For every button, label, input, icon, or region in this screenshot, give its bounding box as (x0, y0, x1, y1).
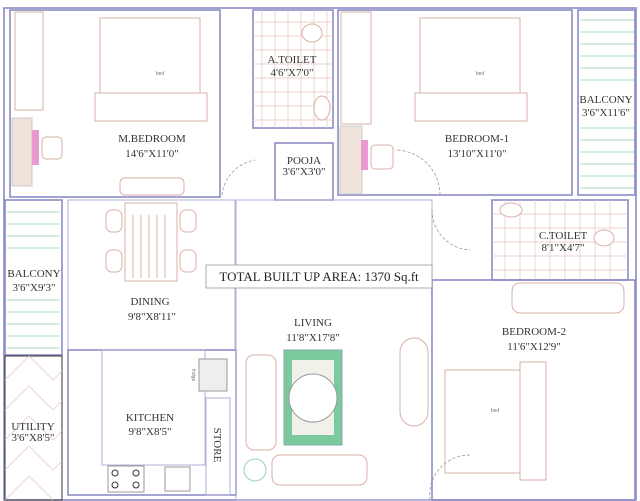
svg-text:BALCONY: BALCONY (579, 94, 632, 106)
door-icon (394, 149, 441, 196)
room-balcony-left: BALCONY 3'6"X9'3" (4, 199, 63, 356)
svg-text:C.TOILET: C.TOILET (539, 230, 588, 242)
toilet-icon (301, 23, 323, 43)
room-bedroom-1: bed BEDROOM-1 13'10"X11'0" (337, 9, 573, 196)
svg-text:4'6"X7'0": 4'6"X7'0" (271, 67, 314, 79)
sofa-icon (245, 354, 277, 451)
room-pooja: POOJA 3'6"X3'0" (274, 142, 334, 201)
total-area-label: TOTAL BUILT UP AREA: 1370 Sq.ft (205, 264, 433, 289)
svg-text:11'6"X12'9": 11'6"X12'9" (507, 341, 560, 353)
desk-icon (339, 125, 363, 195)
svg-text:BALCONY: BALCONY (7, 268, 60, 280)
svg-text:TOTAL BUILT UP AREA: 1370 Sq.f: TOTAL BUILT UP AREA: 1370 Sq.ft (219, 269, 419, 284)
tv-unit-icon (119, 177, 185, 196)
svg-text:3'6"X9'3": 3'6"X9'3" (13, 282, 56, 294)
svg-text:14'6"X11'0": 14'6"X11'0" (125, 148, 178, 160)
svg-text:fridge: fridge (190, 369, 196, 382)
room-living: LIVING 11'8"X17'8" (235, 199, 471, 501)
svg-text:LIVING: LIVING (294, 317, 332, 329)
sink-icon (313, 95, 331, 121)
chair-icon (179, 249, 197, 273)
svg-text:3'6"X11'6": 3'6"X11'6" (582, 107, 630, 119)
wardrobe-icon (14, 11, 44, 111)
toilet-icon (593, 229, 615, 247)
svg-text:bed: bed (491, 408, 500, 414)
chair-icon (105, 209, 123, 233)
wardrobe-icon (340, 11, 372, 125)
plant-icon (243, 458, 267, 482)
tv-unit-icon (399, 337, 429, 427)
dining-table-icon (124, 202, 178, 282)
fridge-icon (198, 358, 228, 392)
sofa-icon (271, 454, 368, 486)
wardrobe-icon (511, 282, 625, 314)
chair-icon (105, 249, 123, 273)
svg-text:DINING: DINING (130, 296, 169, 308)
kitchen-sink-icon (164, 466, 191, 492)
chair-icon (41, 136, 63, 160)
svg-text:9'8"X8'5": 9'8"X8'5" (129, 426, 172, 438)
svg-text:3'6"X8'5": 3'6"X8'5" (12, 432, 55, 444)
room-c-toilet: C.TOILET 8'1"X4'7" (491, 199, 629, 281)
door-icon (221, 159, 256, 196)
svg-text:STORE: STORE (211, 428, 223, 463)
svg-text:BEDROOM-1: BEDROOM-1 (445, 133, 509, 145)
svg-text:POOJA: POOJA (287, 155, 321, 167)
room-kitchen: fridge KITCHEN 9'8"X8'5" (67, 349, 237, 496)
svg-text:11'8"X17'8": 11'8"X17'8" (286, 332, 339, 344)
desk-icon (11, 117, 33, 187)
svg-text:9'8"X8'11": 9'8"X8'11" (128, 311, 176, 323)
svg-text:BEDROOM-2: BEDROOM-2 (502, 326, 566, 338)
svg-text:bed: bed (156, 71, 165, 77)
svg-text:KITCHEN: KITCHEN (126, 412, 174, 424)
svg-text:M.BEDROOM: M.BEDROOM (118, 133, 186, 145)
svg-text:8'1"X4'7": 8'1"X4'7" (542, 242, 585, 254)
chair-icon (370, 144, 394, 170)
svg-text:UTILITY: UTILITY (11, 421, 54, 433)
svg-text:3'6"X3'0": 3'6"X3'0" (283, 166, 326, 178)
svg-text:13'10"X11'0": 13'10"X11'0" (448, 148, 507, 160)
room-m-bedroom: bed M.BEDROOM 14'6"X11'0" (9, 9, 256, 198)
coffee-table-icon (288, 373, 338, 423)
room-store: STORE (205, 397, 231, 496)
chair-icon (179, 209, 197, 233)
sink-icon (499, 202, 523, 218)
room-bedroom-2: bed BEDROOM-2 11'6"X12'9" (429, 279, 636, 501)
svg-text:bed: bed (476, 71, 485, 77)
room-utility: UTILITY 3'6"X8'5" (4, 355, 63, 501)
room-a-toilet: A.TOILET 4'6"X7'0" (252, 9, 334, 129)
room-balcony-right: BALCONY 3'6"X11'6" (577, 9, 636, 196)
svg-text:A.TOILET: A.TOILET (268, 54, 317, 66)
